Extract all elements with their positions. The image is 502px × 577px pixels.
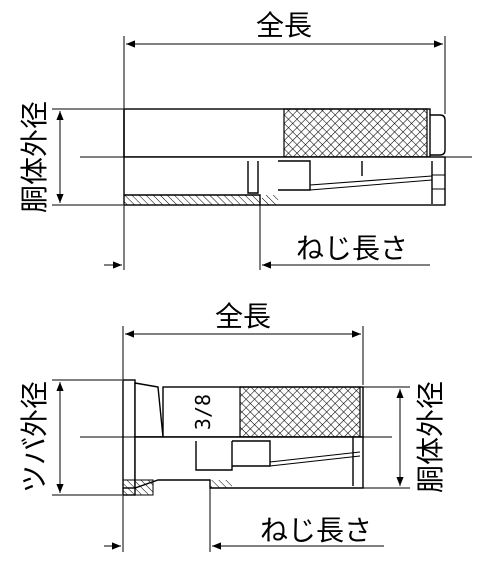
top-diagram: 全長 胴体外径 — [18, 9, 472, 270]
bottom-body-od-dimension: 胴体外径 — [363, 381, 447, 493]
bottom-flange-od-dimension: ツバ外径 — [18, 379, 122, 496]
bottom-overall-length-label: 全長 — [215, 300, 271, 333]
top-knurl-area — [283, 108, 428, 158]
bottom-thread-hatch — [122, 479, 154, 496]
top-body-od-label: 胴体外径 — [18, 101, 51, 213]
bottom-body-od-label: 胴体外径 — [414, 381, 447, 493]
top-thread-length-dimension: ねじ長さ — [104, 205, 430, 270]
bottom-overall-length-dimension: 全長 — [122, 300, 364, 385]
bottom-thread-length-dimension: ねじ長さ — [104, 488, 384, 552]
top-thread-hatch — [123, 194, 261, 206]
top-thread-length-label: ねじ長さ — [296, 232, 408, 265]
bottom-size-marking: 3/8 — [191, 394, 215, 430]
top-fitting-outline — [123, 108, 446, 206]
bottom-thread-length-label: ねじ長さ — [260, 514, 372, 547]
top-overall-length-dimension: 全長 — [123, 9, 446, 114]
bottom-flange-od-label: ツバ外径 — [18, 381, 51, 493]
top-body-od-dimension: 胴体外径 — [18, 101, 123, 213]
bottom-knurl-area — [239, 386, 361, 438]
top-overall-length-label: 全長 — [256, 9, 312, 42]
bottom-diagram: 全長 ツバ外径 胴体外径 3/8 — [18, 300, 447, 552]
